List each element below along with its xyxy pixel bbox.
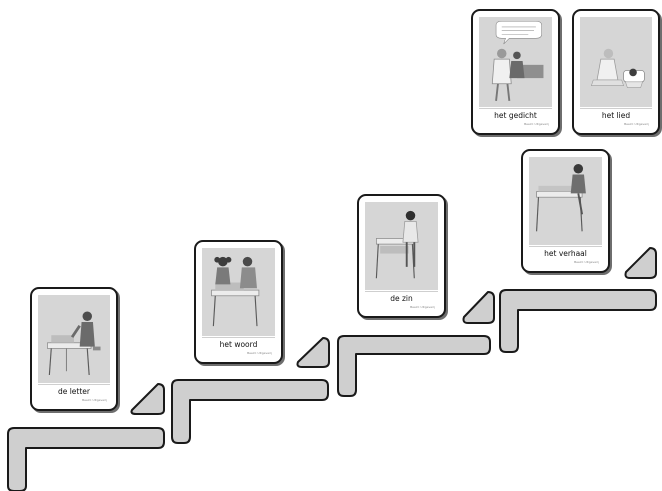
stair-wedge-3: [464, 292, 495, 323]
adult-reading-poem-illustration: [479, 17, 552, 107]
card-gedicht-credit: Beeld: Uitgeverij: [524, 122, 549, 126]
card-verhaal-caption: het verhaal Beeld: Uitgeverij: [529, 246, 602, 265]
stair-wedge-1: [132, 384, 165, 414]
card-verhaal-photo: [529, 157, 602, 245]
card-lied-label: het lied: [602, 111, 630, 120]
card-zin-caption: de zin Beeld: Uitgeverij: [365, 291, 438, 310]
card-letter-label: de letter: [58, 387, 90, 396]
card-gedicht-label: het gedicht: [494, 111, 537, 120]
card-verhaal: het verhaal Beeld: Uitgeverij: [521, 149, 610, 273]
card-gedicht-caption: het gedicht Beeld: Uitgeverij: [479, 108, 552, 127]
card-zin: de zin Beeld: Uitgeverij: [357, 194, 446, 318]
child-at-table-illustration: [38, 295, 110, 383]
stair-wedge-2: [298, 338, 330, 367]
card-zin-credit: Beeld: Uitgeverij: [410, 305, 435, 309]
card-gedicht-photo: [479, 17, 552, 107]
stair-step-1: [8, 428, 164, 491]
adult-singing-to-baby-illustration: [580, 17, 652, 107]
card-lied-caption: het lied Beeld: Uitgeverij: [580, 108, 652, 127]
card-letter-credit: Beeld: Uitgeverij: [82, 398, 107, 402]
card-zin-photo: [365, 202, 438, 290]
stair-step-3: [338, 336, 490, 396]
card-woord-credit: Beeld: Uitgeverij: [247, 351, 272, 355]
stair-step-2: [172, 380, 328, 443]
card-lied-photo: [580, 17, 652, 107]
card-lied: het lied Beeld: Uitgeverij: [572, 9, 660, 135]
card-woord: het woord Beeld: Uitgeverij: [194, 240, 283, 364]
card-woord-photo: [202, 248, 275, 336]
card-verhaal-label: het verhaal: [544, 249, 587, 258]
stair-step-4: [500, 290, 656, 352]
child-standing-at-table-illustration: [365, 202, 438, 290]
child-with-papers-illustration: [529, 157, 602, 245]
stair-wedge-4: [626, 248, 657, 278]
card-woord-caption: het woord Beeld: Uitgeverij: [202, 337, 275, 356]
card-lied-credit: Beeld: Uitgeverij: [624, 122, 649, 126]
card-zin-label: de zin: [390, 294, 413, 303]
card-gedicht: het gedicht Beeld: Uitgeverij: [471, 9, 560, 135]
card-letter: de letter Beeld: Uitgeverij: [30, 287, 118, 411]
card-verhaal-credit: Beeld: Uitgeverij: [574, 260, 599, 264]
card-letter-photo: [38, 295, 110, 383]
card-woord-label: het woord: [220, 340, 258, 349]
two-children-at-table-illustration: [202, 248, 275, 336]
card-letter-caption: de letter Beeld: Uitgeverij: [38, 384, 110, 403]
